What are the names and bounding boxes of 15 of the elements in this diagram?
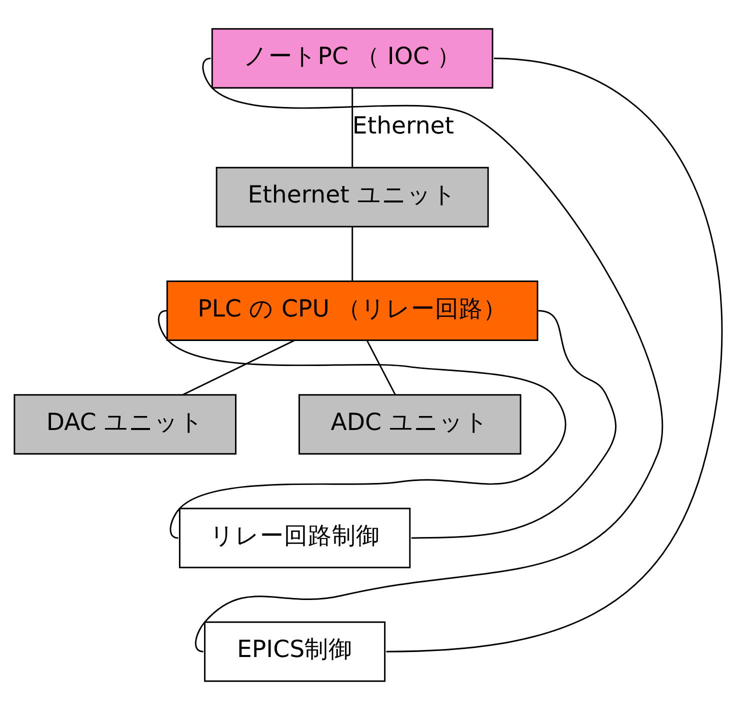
node-box: PLC の CPU （リレー回路）	[166, 280, 538, 340]
node-box: ADC ユニット	[298, 394, 522, 454]
node-box: リレー回路制御	[178, 507, 411, 568]
connector	[386, 57, 722, 652]
connector	[352, 226, 354, 280]
node-box: DAC ユニット	[14, 394, 236, 454]
connector	[195, 57, 662, 652]
connector	[352, 88, 354, 168]
edge-label: Ethernet	[352, 110, 454, 139]
connector	[366, 340, 396, 394]
connector	[182, 339, 295, 395]
connector	[411, 310, 616, 538]
node-box: EPICS制御	[204, 620, 386, 682]
node-box: ノートPC （ IOC ）	[211, 28, 494, 88]
node-box: Ethernet ユニット	[216, 166, 489, 227]
